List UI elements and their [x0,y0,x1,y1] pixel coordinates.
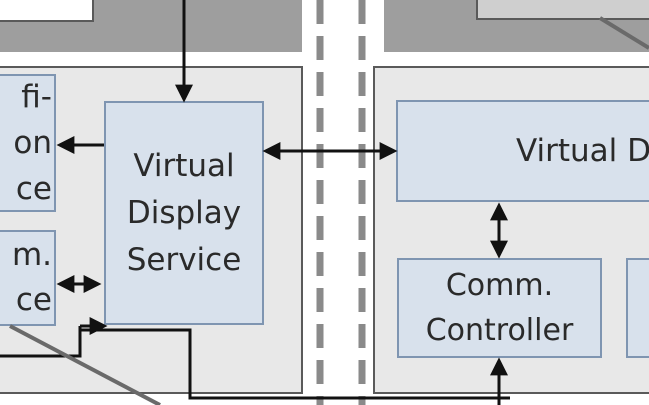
diagonal-line-left [9,324,161,405]
top-left-white-box [0,0,94,22]
left-partial-box-1-label: fi- on ce [13,79,52,207]
virtual-display-right-label: Virtual D [516,132,649,169]
top-right-inner-box [476,0,649,20]
bottom-bus-line [80,328,510,400]
virtual-display-right-box: Virtual D [396,100,649,202]
comm-controller-label: Comm. Controller [425,268,574,348]
virtual-display-service-label: Virtual Display Service [126,147,242,278]
left-partial-box-2-label: m. ce [11,237,52,318]
diagonal-line-top-right [598,16,649,50]
comm-controller-box: Comm. Controller [397,258,602,358]
left-partial-box-2: m. ce [0,230,56,326]
right-partial-box [626,258,649,358]
left-bottom-connector [0,326,82,358]
left-partial-box-1: fi- on ce [0,74,56,212]
